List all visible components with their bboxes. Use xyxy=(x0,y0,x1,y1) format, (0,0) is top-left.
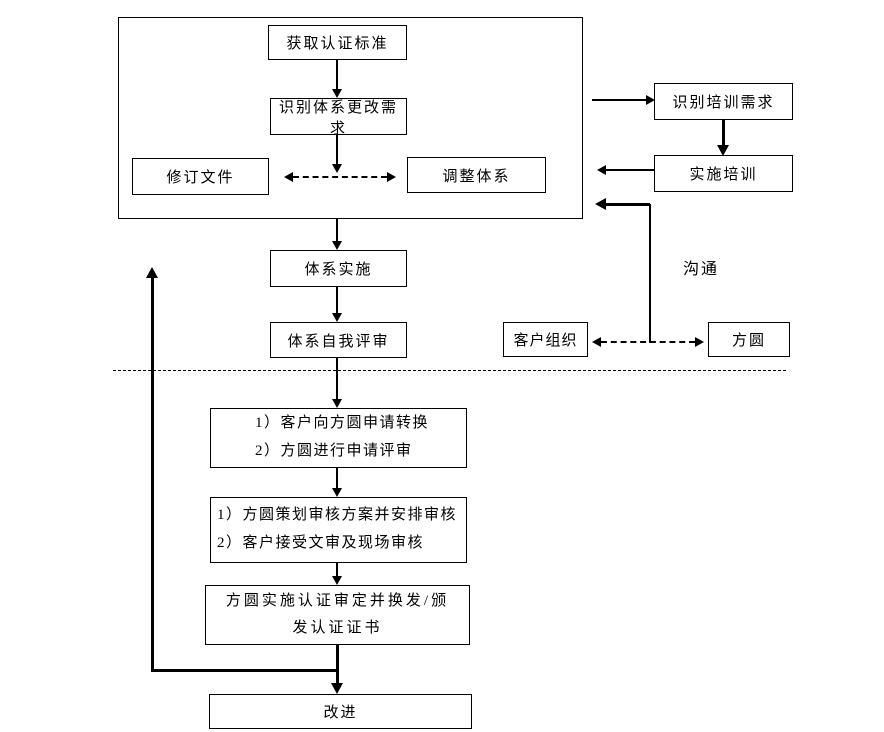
dashed-arrow-adjust-head xyxy=(387,172,396,182)
node-system-implementation-label: 体系实施 xyxy=(304,262,373,278)
node-certify-line1: 方圆实施认证审定并换发/颁 xyxy=(225,593,450,609)
dashed-arrow-revise-adjust-line xyxy=(293,176,387,178)
dashed-arrow-fangyuan-head xyxy=(695,337,704,347)
node-identify-change-needs: 识别体系更改需求 xyxy=(270,98,407,137)
arrow-sysimpl-to-review-line xyxy=(336,287,338,314)
node-identify-change-needs-label: 识别体系更改需求 xyxy=(278,99,398,137)
node-adjust-system: 调整体系 xyxy=(407,157,546,193)
node-improve: 改进 xyxy=(209,694,472,729)
arrow-certify-to-improve-line xyxy=(335,645,339,685)
node-fangyuan-label: 方圆 xyxy=(731,333,766,349)
arrow-review-to-apply-head xyxy=(332,399,342,408)
arrow-audit-to-certify-head xyxy=(332,576,342,585)
arrow-group-to-sysimpl-head xyxy=(332,241,342,250)
communication-into-group-line xyxy=(606,203,650,206)
feedback-branch-line xyxy=(151,669,339,672)
node-apply-conversion: 1）客户向方圆申请转换 2）方圆进行申请评审 xyxy=(210,408,467,468)
node-certify-line2: 发认证证书 xyxy=(292,620,383,636)
communication-into-group-head xyxy=(595,198,606,210)
arrow-standard-to-change-head xyxy=(332,89,342,98)
arrow-group-to-training-head xyxy=(646,95,655,105)
node-audit-line1: 1）方圆策划审核方案并安排审核 xyxy=(217,507,458,524)
node-adjust-system-label: 调整体系 xyxy=(442,168,511,185)
node-customer-organization: 客户组织 xyxy=(503,322,588,357)
node-implement-training: 实施培训 xyxy=(654,155,793,192)
node-obtain-standard: 获取认证标准 xyxy=(268,25,407,60)
arrow-certify-to-improve-head xyxy=(331,683,343,694)
dashed-arrow-customer-fangyuan-line xyxy=(601,341,695,343)
node-certify-issue: 方圆实施认证审定并换发/颁 发认证证书 xyxy=(205,585,470,645)
node-system-self-review-label: 体系自我评审 xyxy=(287,333,390,350)
arrow-standard-to-change-line xyxy=(336,60,338,90)
node-audit-line2: 2）客户接受文审及现场审核 xyxy=(217,535,425,551)
node-obtain-standard-label: 获取认证标准 xyxy=(286,36,389,52)
communication-label: 沟通 xyxy=(683,261,720,278)
arrow-apply-to-audit-head xyxy=(332,488,342,497)
arrow-group-to-sysimpl-line xyxy=(336,219,338,242)
dashed-arrow-revise-head xyxy=(284,172,293,182)
arrow-group-to-training-line xyxy=(592,99,646,101)
node-revise-documents: 修订文件 xyxy=(132,158,269,195)
node-customer-organization-label: 客户组织 xyxy=(513,333,578,349)
node-system-implementation: 体系实施 xyxy=(270,250,407,287)
arrow-review-to-apply-line xyxy=(336,358,338,400)
arrow-change-down-head xyxy=(332,164,342,173)
arrow-sysimpl-to-review-head xyxy=(332,313,342,322)
node-apply-line1: 1）客户向方圆申请转换 xyxy=(255,415,430,432)
node-identify-training-needs-label: 识别培训需求 xyxy=(672,95,775,111)
node-identify-training-needs: 识别培训需求 xyxy=(654,83,793,120)
phase-separator-dashed-line xyxy=(113,370,786,371)
dashed-arrow-customer-head xyxy=(592,337,601,347)
node-revise-documents-label: 修订文件 xyxy=(166,170,235,186)
arrow-change-down-line xyxy=(336,135,338,164)
node-improve-label: 改进 xyxy=(323,705,358,721)
system-change-group-box xyxy=(118,17,583,219)
node-system-self-review: 体系自我评审 xyxy=(270,322,407,358)
communication-vertical-line xyxy=(649,204,651,343)
arrow-implement-to-group-head xyxy=(597,165,606,175)
arrow-audit-to-certify-line xyxy=(336,563,338,577)
feedback-up-line xyxy=(151,277,154,672)
arrow-apply-to-audit-line xyxy=(336,468,338,489)
arrow-training-to-implement-line xyxy=(722,120,725,146)
arrow-implement-to-group-line xyxy=(606,169,654,171)
arrow-training-to-implement-head xyxy=(717,145,729,156)
feedback-up-head xyxy=(146,267,158,278)
node-apply-line2: 2）方圆进行申请评审 xyxy=(255,443,413,459)
node-audit-plan: 1）方圆策划审核方案并安排审核 2）客户接受文审及现场审核 xyxy=(210,497,467,563)
node-implement-training-label: 实施培训 xyxy=(689,167,758,183)
node-fangyuan: 方圆 xyxy=(708,322,790,357)
